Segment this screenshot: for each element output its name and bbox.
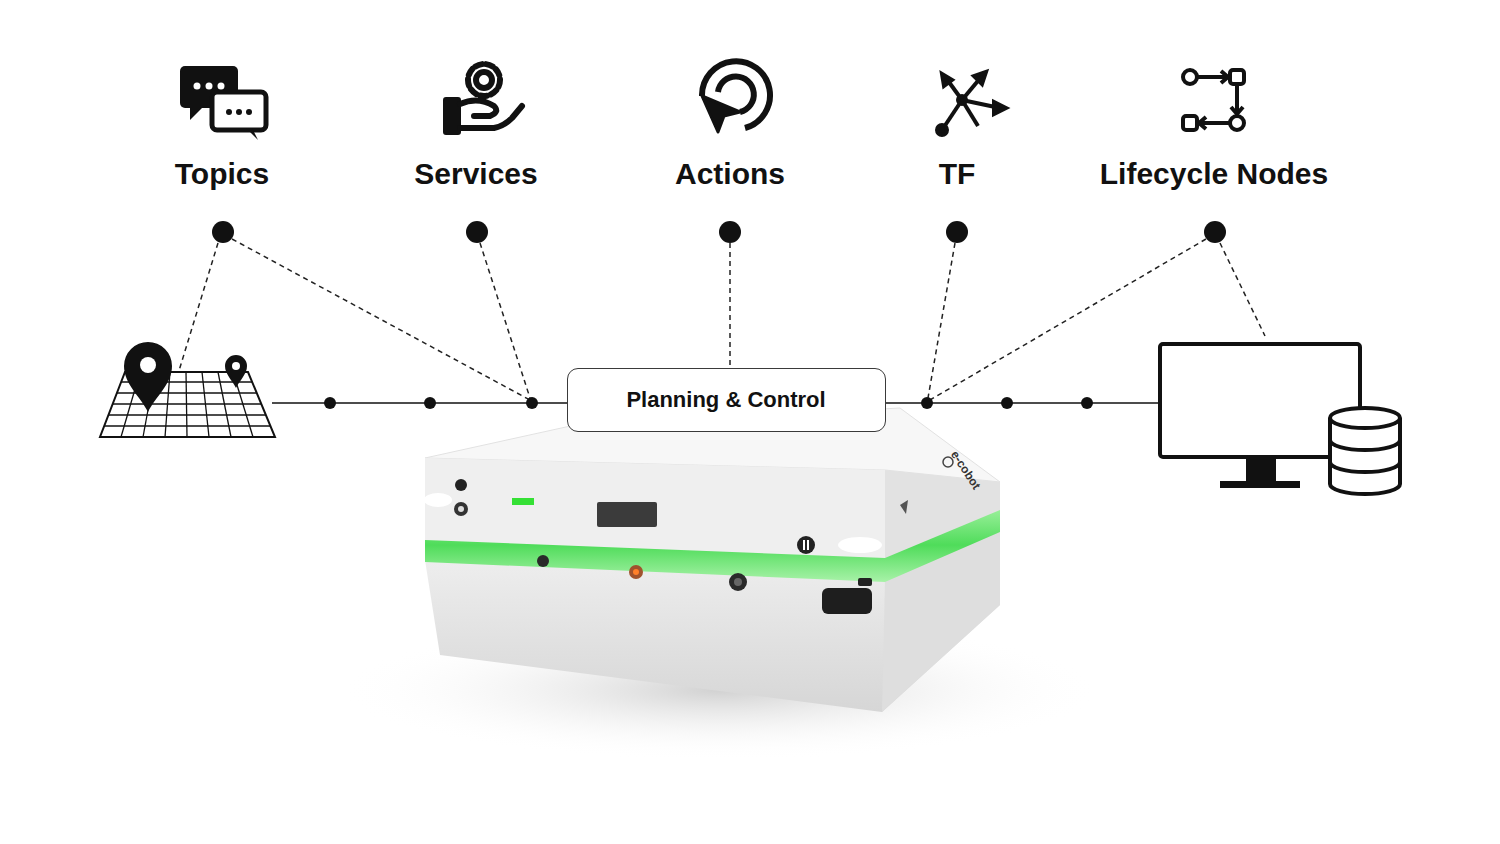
computer-icon bbox=[1160, 344, 1400, 494]
lifecycle-icon bbox=[1183, 70, 1244, 130]
concept-label: Topics bbox=[175, 157, 269, 191]
services-icon bbox=[446, 64, 522, 132]
actions-icon bbox=[702, 61, 770, 132]
concept-label: Lifecycle Nodes bbox=[1100, 157, 1328, 191]
process-box: Planning & Control bbox=[567, 368, 886, 432]
map-icon bbox=[100, 342, 275, 437]
robot-illustration bbox=[340, 408, 1100, 760]
box-title: Planning & Control bbox=[626, 387, 825, 413]
concept-label: TF bbox=[939, 157, 976, 191]
tf-icon bbox=[937, 72, 1006, 135]
topics-icon bbox=[180, 66, 266, 140]
connector-dots bbox=[212, 221, 1226, 243]
concept-label: Services bbox=[414, 157, 537, 191]
concept-label: Actions bbox=[675, 157, 785, 191]
